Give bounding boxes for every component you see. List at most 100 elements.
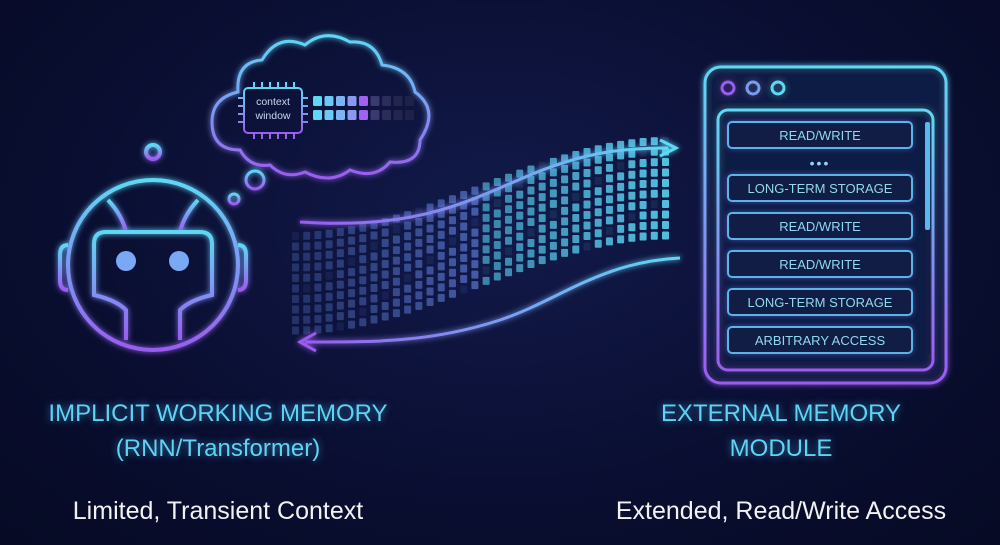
stream-cell	[516, 232, 524, 241]
stream-cell	[549, 241, 557, 250]
stream-cell	[628, 212, 636, 221]
stream-cell	[650, 179, 658, 188]
stream-cell	[527, 207, 535, 216]
stream-cell	[336, 280, 344, 289]
stream-cell	[325, 229, 333, 238]
context-cell	[382, 96, 391, 106]
stream-cell	[460, 222, 468, 231]
stream-cell	[404, 284, 412, 293]
chip-icon	[238, 82, 308, 139]
stream-cell	[527, 197, 535, 206]
stream-cell	[448, 247, 456, 256]
stream-cell	[370, 231, 378, 240]
stream-cell	[314, 293, 322, 302]
stream-cell	[572, 161, 580, 170]
stream-cell	[493, 251, 501, 260]
stream-cell	[415, 238, 423, 247]
stream-cell	[549, 189, 557, 198]
stream-cell	[662, 168, 669, 177]
stream-cell	[437, 209, 445, 218]
stream-cell	[493, 262, 501, 271]
context-cell	[382, 110, 391, 120]
stream-cell	[325, 282, 333, 291]
stream-cell	[381, 312, 389, 321]
stream-cell	[662, 221, 669, 229]
memory-item[interactable]: READ/WRITE	[727, 250, 913, 278]
stream-cell	[572, 245, 580, 254]
stream-cell	[348, 226, 356, 235]
stream-cell	[325, 240, 333, 249]
stream-cell	[572, 224, 580, 233]
stream-cell	[538, 172, 546, 181]
stream-cell	[336, 259, 344, 268]
stream-cell	[538, 224, 546, 233]
stream-cell	[460, 264, 468, 273]
stream-cell	[561, 248, 569, 257]
stream-cell	[437, 241, 445, 250]
memory-item[interactable]: LONG-TERM STORAGE	[727, 288, 913, 316]
stream-cell	[628, 191, 636, 200]
stream-cell	[314, 262, 322, 271]
stream-cell	[572, 214, 580, 223]
stream-cell	[381, 259, 389, 268]
stream-cell	[482, 245, 490, 254]
stream-cell	[471, 239, 479, 248]
stream-cell	[370, 283, 378, 292]
stream-cell	[639, 211, 647, 220]
stream-cell	[650, 147, 658, 156]
stream-cell	[448, 195, 456, 204]
right-title-line1: EXTERNAL MEMORY	[660, 400, 902, 427]
stream-cell	[348, 257, 356, 266]
stream-cell	[292, 305, 299, 314]
memory-item[interactable]: READ/WRITE	[727, 212, 913, 240]
stream-cell	[583, 158, 591, 167]
stream-cell	[392, 298, 400, 307]
stream-cell	[381, 291, 389, 300]
stream-cell	[314, 230, 322, 239]
stream-cell	[303, 263, 311, 272]
stream-cell	[549, 168, 557, 177]
stream-cell	[404, 253, 412, 262]
stream-cell	[561, 175, 569, 184]
stream-cell	[348, 289, 356, 298]
robot-eye-left	[116, 251, 136, 271]
stream-cell	[650, 210, 658, 219]
stream-cell	[292, 326, 299, 335]
stream-cell	[437, 230, 445, 239]
stream-cell	[650, 137, 658, 146]
stream-cell	[505, 236, 513, 245]
stream-cell	[493, 272, 501, 281]
stream-cell	[639, 169, 647, 178]
stream-cell	[437, 262, 445, 271]
stream-cell	[471, 270, 479, 279]
stream-cell	[292, 274, 299, 282]
chip-label-line1: context	[256, 96, 290, 108]
stream-cell	[572, 182, 580, 191]
stream-cell	[650, 200, 658, 209]
stream-cell	[460, 253, 468, 262]
stream-cell	[325, 271, 333, 280]
left-caption: Limited, Transient Context	[72, 497, 364, 525]
stream-cell	[482, 224, 490, 233]
memory-item[interactable]: LONG-TERM STORAGE	[727, 174, 913, 202]
stream-cell	[348, 278, 356, 287]
stream-cell	[415, 259, 423, 268]
stream-cell	[415, 228, 423, 237]
stream-cell	[370, 294, 378, 303]
stream-cell	[303, 284, 311, 293]
stream-cell	[617, 140, 625, 149]
memory-item[interactable]: READ/WRITE	[727, 121, 913, 149]
stream-cell	[639, 148, 647, 157]
stream-cell	[404, 263, 412, 272]
memory-item[interactable]: ARBITRARY ACCESS	[727, 326, 913, 354]
stream-cell	[471, 228, 479, 237]
stream-cell	[662, 158, 669, 166]
stream-cell	[662, 210, 669, 219]
stream-cell	[370, 241, 378, 250]
stream-cell	[505, 173, 513, 182]
stream-cell	[415, 291, 423, 300]
stream-cell	[404, 274, 412, 283]
stream-cell	[404, 295, 412, 304]
stream-cell	[628, 160, 636, 169]
stream-cell	[594, 197, 602, 206]
